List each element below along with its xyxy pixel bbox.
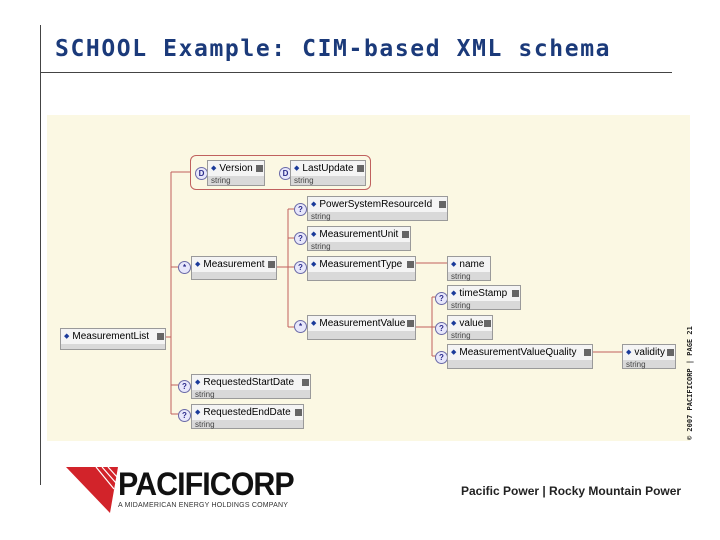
node-label: Version — [208, 161, 264, 176]
node-measurement-value-quality[interactable]: MeasurementValueQuality — [447, 344, 593, 369]
optional-icon: ? — [178, 380, 191, 393]
node-measurement-list[interactable]: MeasurementList — [60, 328, 166, 350]
repeating-icon: * — [178, 261, 191, 274]
node-type: string — [195, 420, 215, 429]
node-label: Measurement — [192, 257, 276, 272]
expand-icon[interactable] — [484, 320, 491, 327]
expand-icon[interactable] — [256, 165, 263, 172]
pacificorp-logo-mark — [66, 467, 118, 513]
optional-icon: ? — [435, 322, 448, 335]
expand-icon[interactable] — [584, 349, 591, 356]
node-label: MeasurementType — [308, 257, 415, 272]
title-underline — [40, 72, 672, 73]
expand-icon[interactable] — [402, 231, 409, 238]
node-label: timeStamp — [448, 286, 520, 301]
slide-title: SCHOOL Example: CIM-based XML schema — [55, 36, 612, 62]
repeating-icon: * — [294, 320, 307, 333]
optional-icon: ? — [178, 409, 191, 422]
node-measurement[interactable]: Measurement — [191, 256, 277, 280]
node-type: string — [294, 176, 314, 185]
expand-icon[interactable] — [157, 333, 164, 340]
expand-icon[interactable] — [512, 290, 519, 297]
optional-icon: ? — [294, 232, 307, 245]
node-label: RequestedEndDate — [192, 405, 303, 420]
expand-icon[interactable] — [439, 201, 446, 208]
optional-icon: ? — [435, 351, 448, 364]
expand-icon[interactable] — [407, 320, 414, 327]
pacificorp-logo-text: PACIFICORP — [118, 466, 295, 502]
node-label: validity — [623, 345, 675, 360]
node-label: value — [448, 316, 492, 331]
node-label: PowerSystemResourceId — [308, 197, 447, 212]
node-measurement-type[interactable]: MeasurementType — [307, 256, 416, 281]
expand-icon[interactable] — [302, 379, 309, 386]
node-type: string — [195, 390, 215, 399]
expand-icon[interactable] — [407, 261, 414, 268]
expand-icon[interactable] — [667, 349, 674, 356]
node-label: name — [448, 257, 490, 272]
copyright-page-number: © 2007 PACIFICORP | PAGE 21 — [686, 326, 694, 440]
logo-tagline: A MIDAMERICAN ENERGY HOLDINGS COMPANY — [118, 502, 289, 509]
node-label: RequestedStartDate — [192, 375, 310, 390]
node-type: string — [451, 331, 471, 340]
node-type: string — [451, 272, 471, 281]
node-type: string — [311, 212, 331, 221]
node-label: MeasurementValueQuality — [448, 345, 592, 360]
node-label: MeasurementUnit — [308, 227, 410, 242]
node-label: MeasurementList — [61, 329, 165, 344]
slide-left-rule — [40, 25, 41, 485]
node-measurement-value[interactable]: MeasurementValue — [307, 315, 416, 340]
optional-icon: ? — [294, 203, 307, 216]
expand-icon[interactable] — [357, 165, 364, 172]
node-label: MeasurementValue — [308, 316, 415, 331]
node-label: LastUpdate — [291, 161, 365, 176]
expand-icon[interactable] — [268, 261, 275, 268]
expand-icon[interactable] — [295, 409, 302, 416]
node-type: string — [311, 242, 331, 251]
optional-icon: ? — [294, 261, 307, 274]
node-type: string — [451, 301, 471, 310]
attribute-group — [190, 155, 371, 190]
node-type: string — [211, 176, 231, 185]
node-type: string — [626, 360, 646, 369]
brand-names: Pacific Power | Rocky Mountain Power — [461, 484, 682, 498]
